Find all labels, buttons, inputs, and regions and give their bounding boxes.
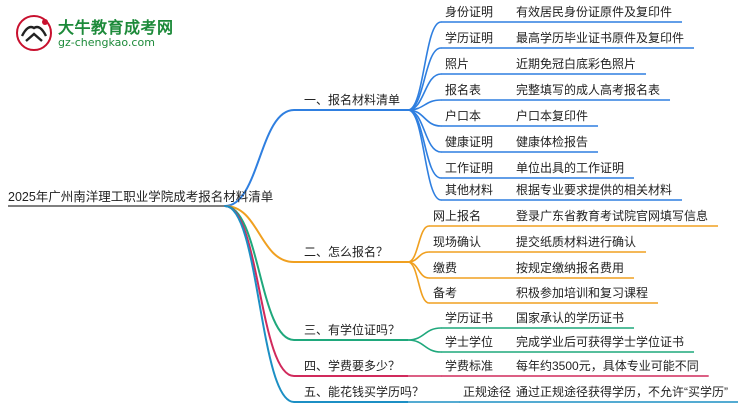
leaf-key-label: 健康证明 xyxy=(445,135,494,149)
branch-connector xyxy=(224,205,295,377)
leaf-value-label: 最高学历毕业证书原件及复印件 xyxy=(516,31,685,45)
leaf-key-label: 正规途径 xyxy=(463,385,512,399)
leaf-value-label: 健康体检报告 xyxy=(516,135,589,149)
leaf-value-label: 根据专业要求提供的相关材料 xyxy=(516,183,673,197)
leaf-value-label: 每年约3500元，具体专业可能不同 xyxy=(516,359,699,373)
leaf-value-label: 户口本复印件 xyxy=(516,109,589,123)
leaf-key-label: 缴费 xyxy=(433,261,458,275)
leaf-key-label: 身份证明 xyxy=(445,5,494,19)
leaf-connector xyxy=(407,261,430,304)
leaf-key-label: 报名表 xyxy=(445,83,482,97)
branch-label: 五、能花钱买学历吗？ xyxy=(304,385,425,399)
branch-label: 一、报名材料清单 xyxy=(304,93,401,107)
leaf-key-label: 现场确认 xyxy=(433,235,482,249)
leaf-connector xyxy=(407,327,442,341)
root-node-label: 2025年广州南洋理工职业学院成考报名材料清单 xyxy=(8,190,274,204)
leaf-connector xyxy=(407,339,442,353)
leaf-key-label: 照片 xyxy=(445,57,470,71)
bull-logo-icon xyxy=(16,15,52,51)
branch-connector xyxy=(224,109,295,207)
branch-connector xyxy=(224,205,295,403)
leaf-value-label: 单位出具的工作证明 xyxy=(516,161,625,175)
branch-connector xyxy=(224,205,295,341)
leaf-value-label: 积极参加培训和复习课程 xyxy=(516,286,649,300)
leaf-key-label: 工作证明 xyxy=(445,161,494,175)
branch-label: 四、学费要多少？ xyxy=(304,359,401,373)
leaf-key-label: 户口本 xyxy=(445,109,482,123)
leaf-value-label: 完整填写的成人高考报名表 xyxy=(516,83,661,97)
leaf-value-label: 近期免冠白底彩色照片 xyxy=(516,57,637,71)
leaf-key-label: 备考 xyxy=(433,286,458,300)
logo: 大牛教育成考网 gz-chengkao.com xyxy=(14,12,184,54)
logo-url: gz-chengkao.com xyxy=(58,36,155,49)
logo-name: 大牛教育成考网 xyxy=(58,18,174,37)
leaf-value-label: 登录广东省教育考试院官网填写信息 xyxy=(516,209,709,223)
leaf-value-label: 通过正规途径获得学历，不允许“买学历” xyxy=(516,385,728,399)
leaf-key-label: 网上报名 xyxy=(433,209,482,223)
leaf-connector xyxy=(407,21,442,111)
branch-connector xyxy=(224,205,295,263)
branch-label: 三、有学位证吗？ xyxy=(304,323,401,337)
leaf-value-label: 按规定缴纳报名费用 xyxy=(516,261,625,275)
branch-label: 二、怎么报名？ xyxy=(304,245,389,259)
leaf-connector xyxy=(407,109,442,201)
leaf-key-label: 学历证明 xyxy=(445,31,494,45)
leaf-value-label: 国家承认的学历证书 xyxy=(516,311,625,325)
leaf-value-label: 完成学业后可获得学士学位证书 xyxy=(516,335,685,349)
leaf-value-label: 有效居民身份证原件及复印件 xyxy=(516,5,673,19)
leaf-key-label: 其他材料 xyxy=(445,183,494,197)
leaf-key-label: 学士学位 xyxy=(445,335,494,349)
leaf-key-label: 学费标准 xyxy=(445,359,494,373)
leaf-key-label: 学历证书 xyxy=(445,311,494,325)
leaf-value-label: 提交纸质材料进行确认 xyxy=(516,235,637,249)
leaf-connector xyxy=(407,109,442,179)
